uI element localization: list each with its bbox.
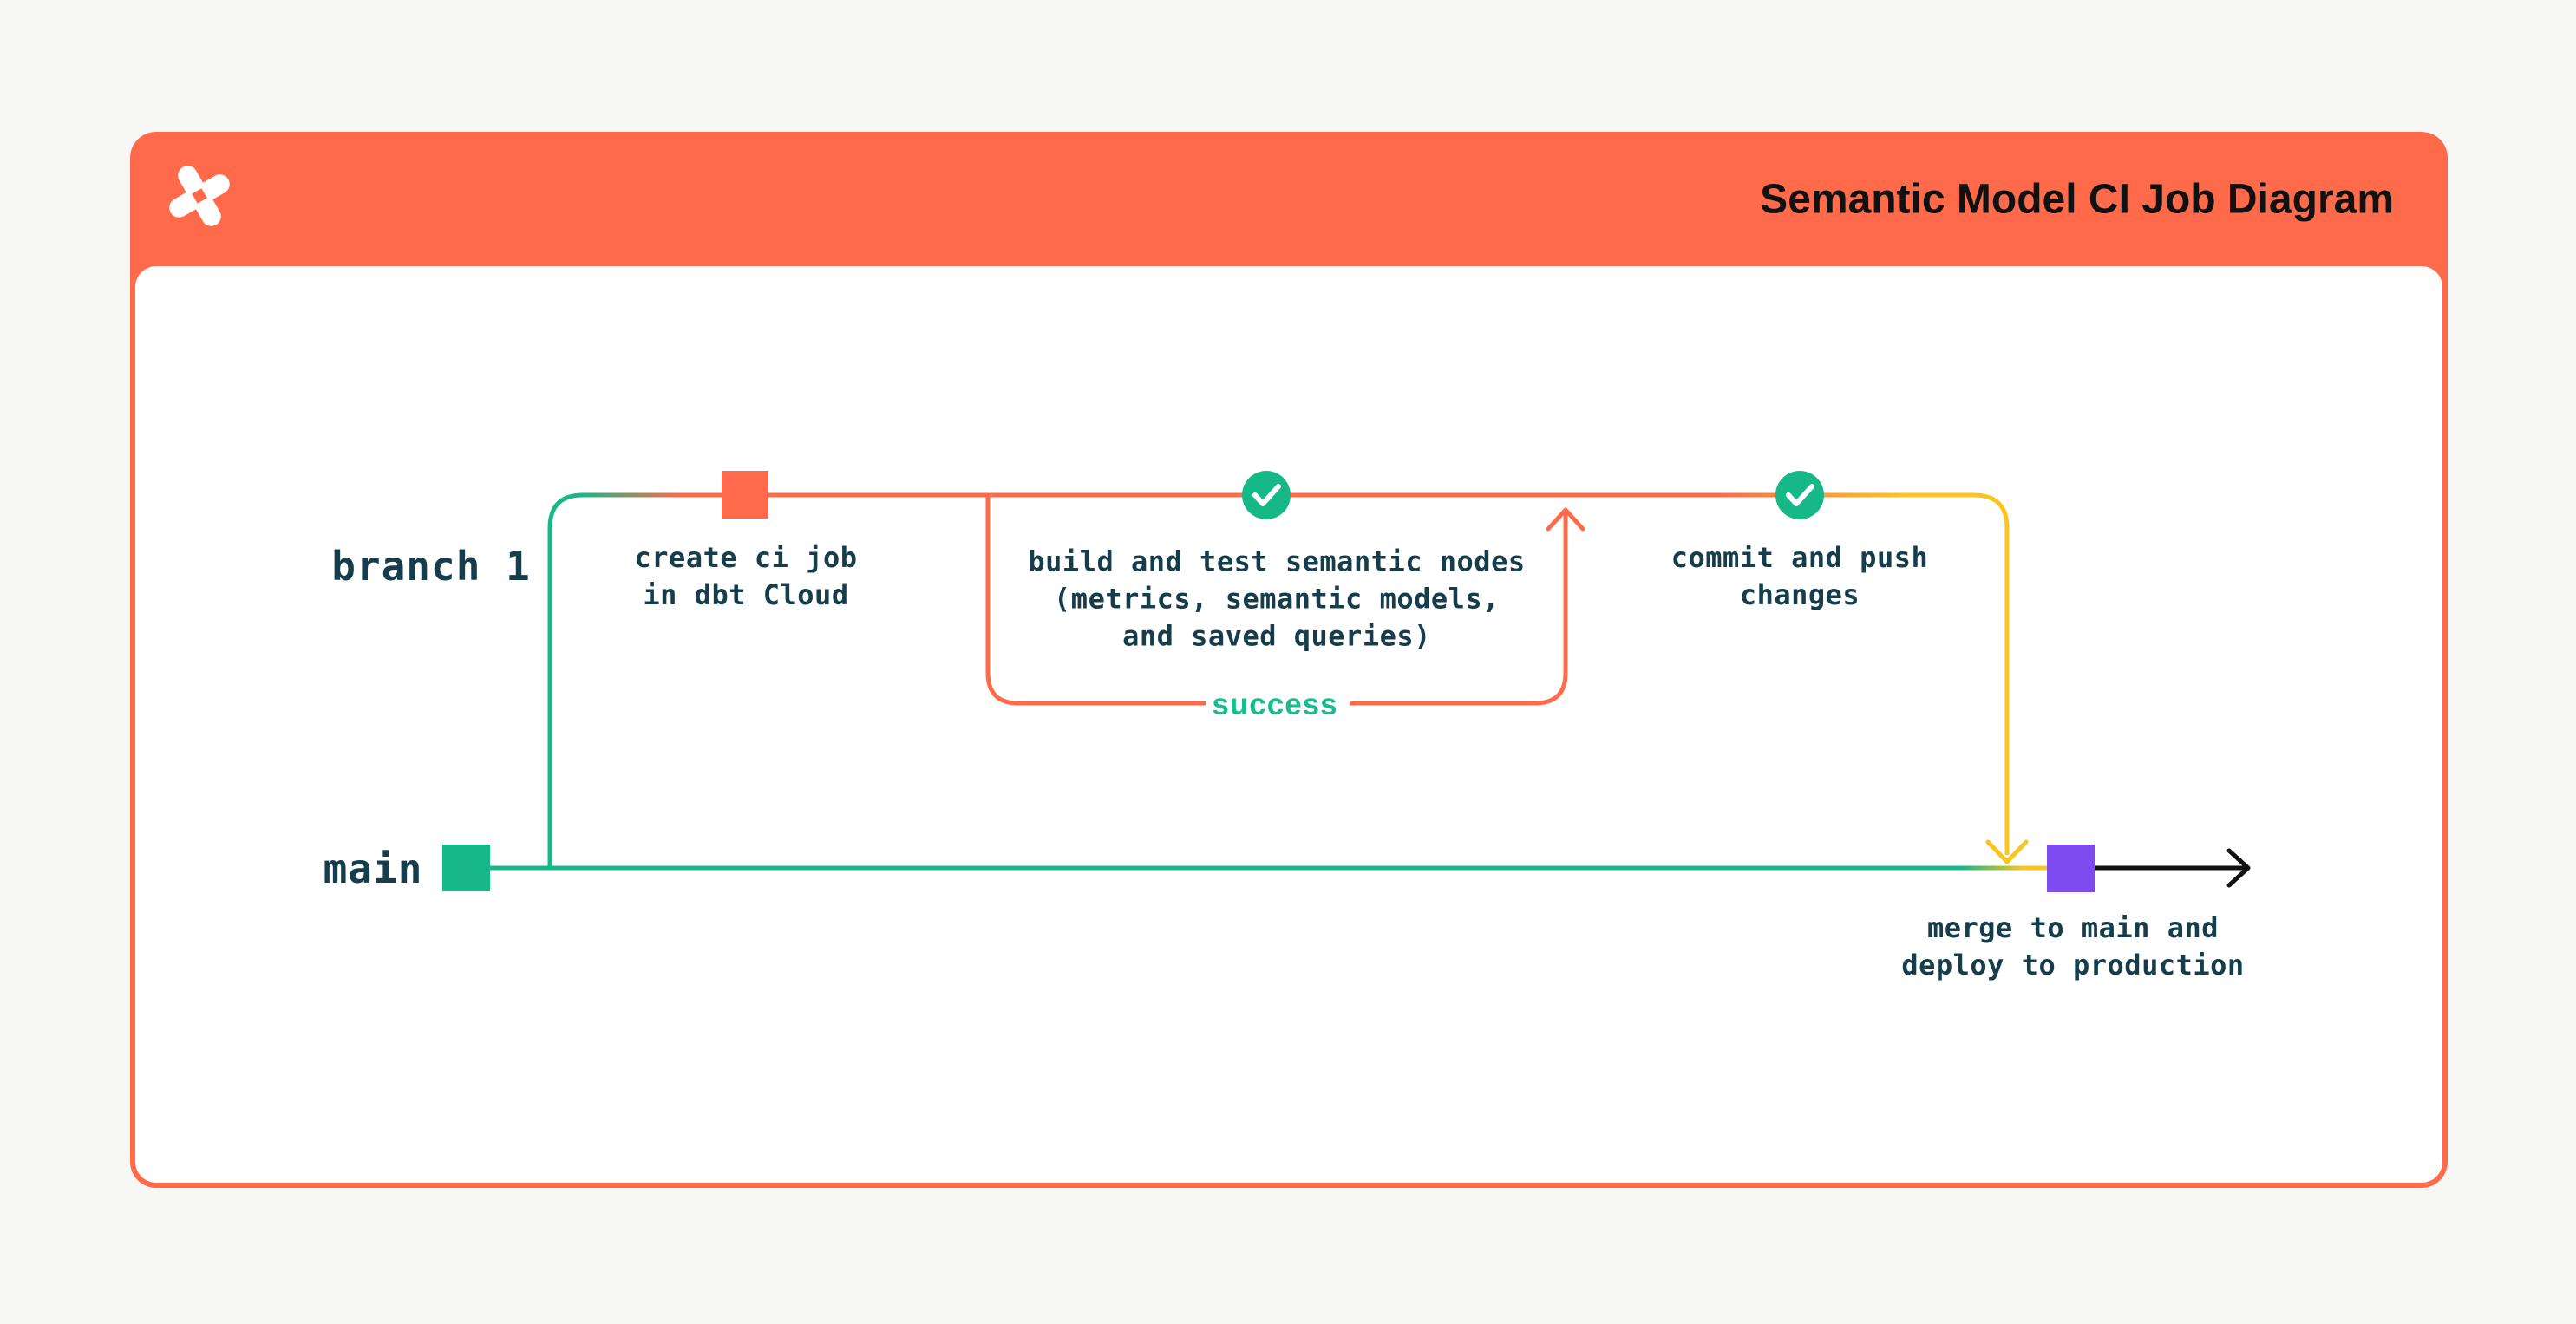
page-title: Semantic Model CI Job Diagram (1760, 176, 2394, 223)
step-merge-and-deploy-label: merge to main and deploy to production (1901, 911, 2245, 982)
diagram-card: Semantic Model CI Job Diagram (130, 132, 2448, 1188)
success-edge-label: success (1212, 688, 1338, 721)
branch1-label: branch 1 (331, 543, 531, 590)
step-build-and-test-label: build and test semantic nodes (metrics, … (1028, 545, 1526, 653)
step-commit-and-push-label: commit and push changes (1670, 541, 1929, 611)
dbt-logo-icon (169, 166, 230, 226)
main-label: main (323, 845, 423, 892)
card-body (135, 266, 2442, 1183)
card-header: Semantic Model CI Job Diagram (130, 132, 2448, 266)
step-create-ci-job-label: create ci job in dbt Cloud (634, 541, 858, 611)
